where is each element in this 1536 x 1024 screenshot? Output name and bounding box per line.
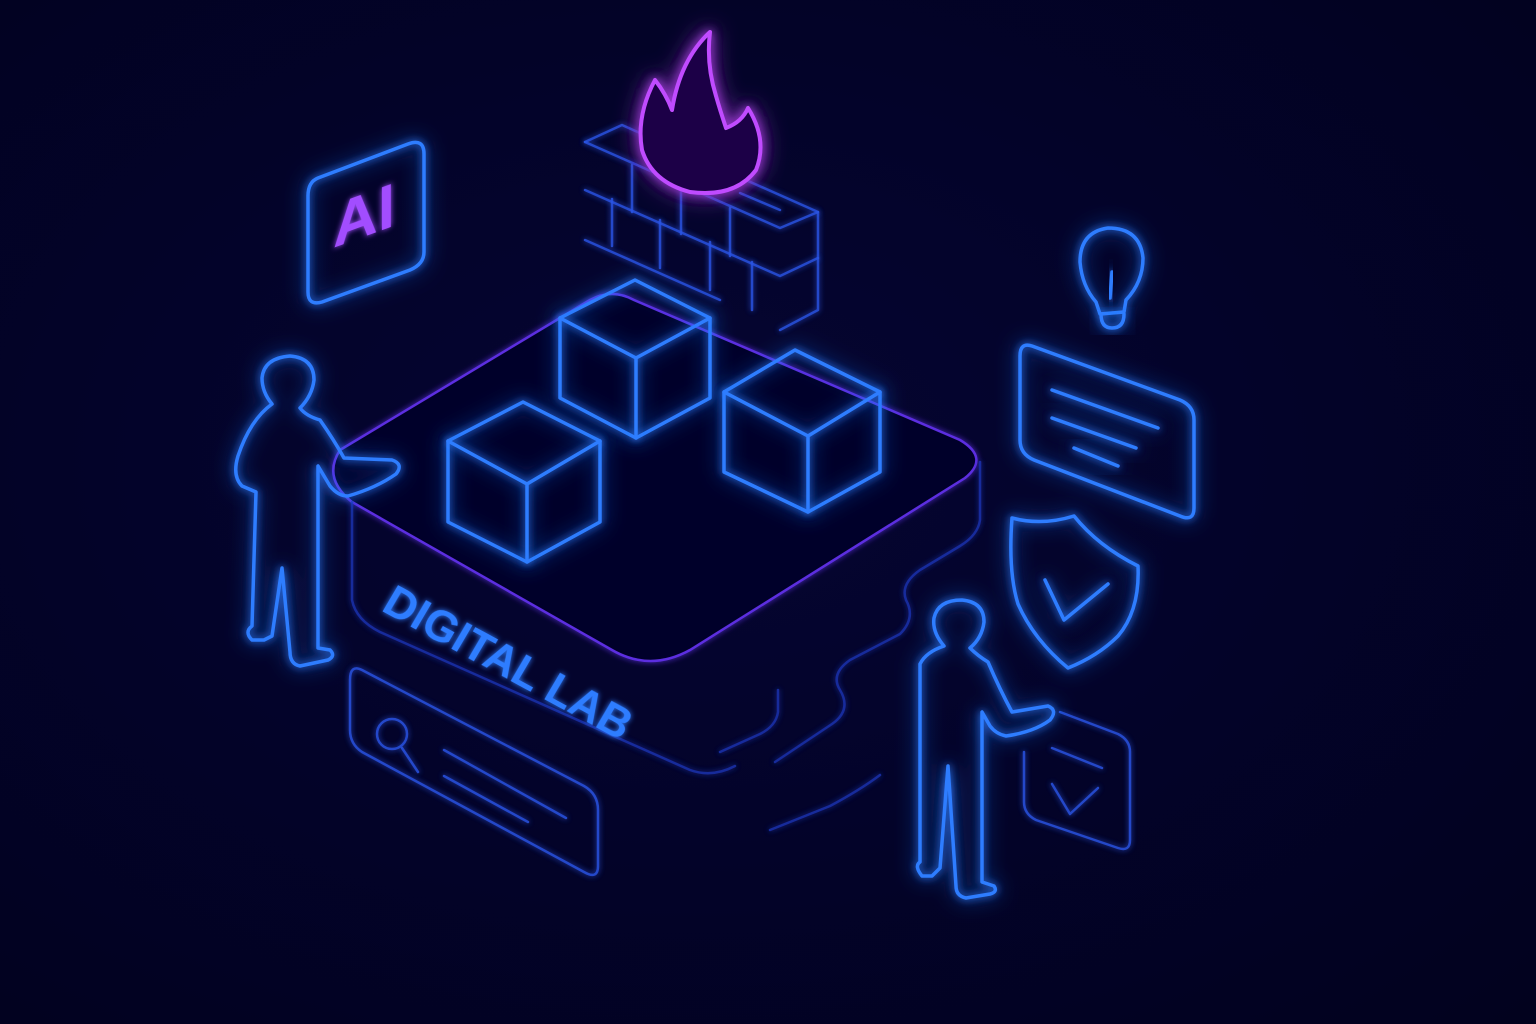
cube-icon	[446, 400, 602, 564]
ai-badge-icon: AI	[306, 140, 426, 305]
checkbox-card-icon	[1022, 710, 1132, 851]
firewall-icon	[583, 123, 820, 332]
shield-check-icon	[1009, 514, 1140, 670]
platform: DIGITAL LAB	[332, 292, 982, 832]
flame-icon	[638, 30, 763, 195]
cube-icon	[722, 348, 882, 514]
search-bar-icon	[348, 667, 600, 877]
ai-badge-text: AI	[333, 169, 395, 261]
person-left-icon	[234, 354, 401, 668]
lightbulb-icon	[1078, 226, 1145, 330]
message-card-icon	[1018, 343, 1196, 520]
cube-icon	[558, 278, 712, 440]
person-right-icon	[915, 598, 1056, 900]
